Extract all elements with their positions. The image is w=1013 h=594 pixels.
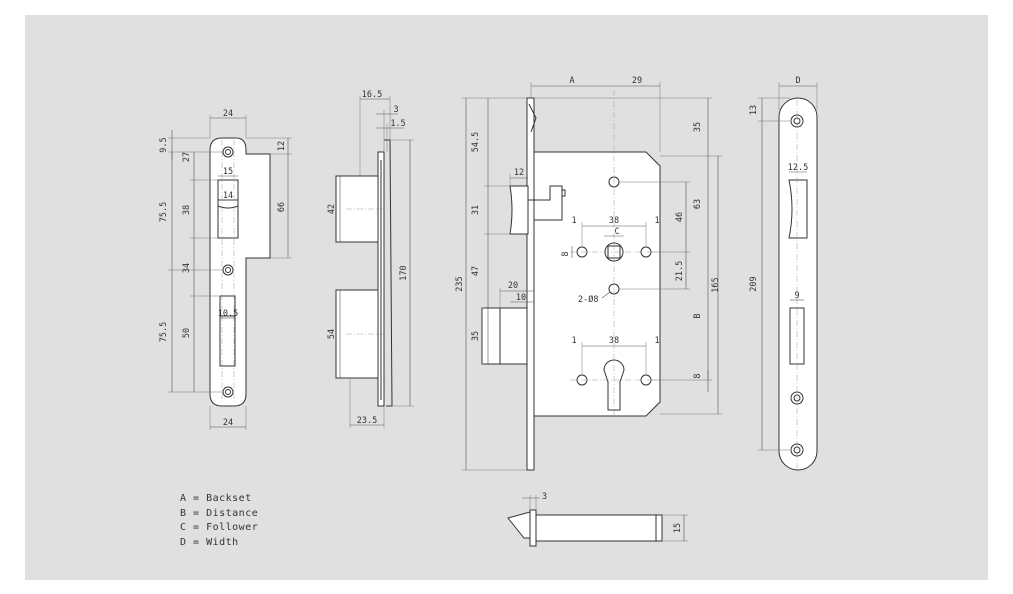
dim-latch-3: 3 [542,492,547,502]
dim-strike-34: 34 [182,263,192,273]
dim-face-9: 9 [794,291,799,301]
dim-body-10: 10 [516,293,526,303]
dim-side-170: 170 [399,265,409,280]
dim-face-209: 209 [749,276,759,291]
dim-body-38a: 38 [609,216,619,226]
dim-body-235: 235 [455,276,465,291]
dim-strike-75b: 75.5 [159,322,169,342]
dim-body-2-8: 2-Ø8 [578,294,598,305]
dim-side-54: 54 [327,329,337,339]
dim-body-1a: 1 [571,216,576,226]
dim-body-35r: 35 [693,122,703,132]
dim-body-165: 165 [711,277,721,292]
dim-strike-38: 38 [182,205,192,215]
dim-body-46: 46 [675,212,685,222]
lock-body: A 29 54.5 31 47 35 235 12 20 10 1 38 1 C… [455,76,722,471]
dim-strike-14: 14 [223,191,233,201]
dim-strike-10-5: 10.5 [218,309,238,319]
dim-body-1c: 1 [571,336,576,346]
strike-plate: 24 24 9.5 27 75.5 38 34 75.5 50 12 66 15… [159,109,292,430]
dim-face-D: D [795,76,800,86]
dim-body-A: A [569,76,574,86]
legend-item-follower: C = Follower [180,522,259,533]
dim-body-31: 31 [471,205,481,215]
dim-side-3: 3 [393,105,398,115]
dim-latch-15: 15 [673,523,683,533]
dim-strike-12: 12 [277,141,287,151]
dim-strike-50: 50 [182,328,192,338]
dim-body-29: 29 [632,76,642,86]
dim-body-12: 12 [514,168,524,178]
dim-side-23-5: 23.5 [357,416,377,426]
dim-body-35: 35 [471,331,481,341]
dim-side-42: 42 [327,204,337,214]
side-view: 16.5 3 1.5 42 54 170 23.5 [327,90,414,428]
dim-body-B: B [693,313,703,318]
dim-strike-top-hole: 9.5 [159,137,169,152]
dim-body-38b: 38 [609,336,619,346]
legend-item-distance: B = Distance [180,507,259,519]
drawing-sheet [25,15,988,580]
dim-body-47: 47 [471,266,481,276]
dim-body-1b: 1 [654,216,659,226]
dim-side-16-5: 16.5 [362,90,382,100]
dim-strike-75a: 75.5 [159,202,169,222]
dim-body-1d: 1 [654,336,659,346]
dim-strike-27: 27 [182,152,192,162]
faceplate: D 13 12.5 209 9 [749,76,818,471]
dim-side-1-5: 1.5 [390,119,405,129]
dim-body-20: 20 [508,281,518,291]
dim-face-12-5: 12.5 [788,163,808,173]
dim-body-8: 8 [561,251,571,256]
dim-body-21-5: 21.5 [675,261,685,281]
dim-body-8r: 8 [693,373,703,378]
legend: A = Backset B = Distance C = Follower D … [180,492,258,550]
dim-strike-bottom-width: 24 [223,418,233,428]
dim-strike-15: 15 [223,167,233,177]
legend-item-backset: A = Backset [180,493,252,504]
dim-face-13: 13 [749,105,759,115]
dim-strike-top-width: 24 [223,109,233,119]
dim-body-C: C [614,227,619,237]
latch-top-view: 3 15 [507,492,688,547]
dim-strike-66: 66 [277,202,287,212]
legend-item-width: D = Width [180,536,239,548]
dim-body-54-5: 54.5 [471,132,481,152]
dim-body-63: 63 [693,199,703,209]
